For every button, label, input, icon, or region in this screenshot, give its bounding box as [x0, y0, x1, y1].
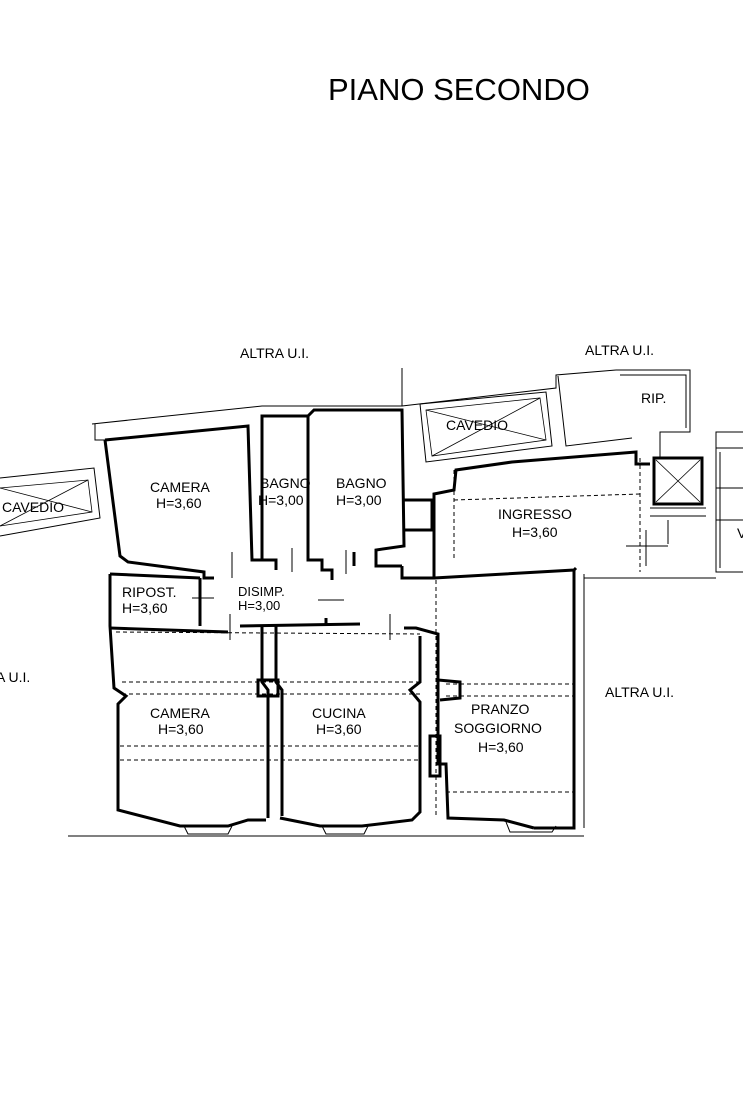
room-camera-bottom-name: CAMERA: [150, 705, 211, 721]
context-lines: [0, 368, 743, 837]
room-bagno-2-height: H=3,00: [336, 492, 382, 508]
room-ingresso-height: H=3,60: [512, 524, 558, 540]
room-cucina-name: CUCINA: [312, 705, 366, 721]
room-disimp-height: H=3,00: [238, 598, 280, 613]
altra-label-top-right: ALTRA U.I.: [585, 342, 654, 358]
room-camera-top-name: CAMERA: [150, 479, 211, 495]
cavedio-label-top: CAVEDIO: [446, 417, 508, 433]
altra-label-left: A U.I.: [0, 669, 30, 685]
room-bagno-2-name: BAGNO: [336, 475, 387, 491]
room-bagno-1-height: H=3,00: [258, 492, 304, 508]
room-cucina-height: H=3,60: [316, 721, 362, 737]
shaft-right: [650, 456, 706, 517]
room-ripost-name: RIPOST.: [122, 584, 176, 600]
room-camera-top-height: H=3,60: [156, 495, 202, 511]
dashed-lines: [115, 458, 641, 818]
room-pranzo-height: H=3,60: [478, 739, 524, 755]
door-marks: [183, 520, 669, 835]
plan-title: PIANO SECONDO: [328, 72, 590, 107]
room-disimp-name: DISIMP.: [238, 584, 285, 599]
room-pranzo-name2: SOGGIORNO: [454, 720, 542, 736]
v-edge-label: V: [737, 525, 743, 541]
altra-label-right: ALTRA U.I.: [605, 684, 674, 700]
cavedio-label-left: CAVEDIO: [2, 499, 64, 515]
cavedio-top: [419, 391, 553, 463]
room-camera-bottom-height: H=3,60: [158, 721, 204, 737]
room-ingresso-name: INGRESSO: [498, 506, 572, 522]
altra-label-top: ALTRA U.I.: [240, 345, 309, 361]
room-ripost-height: H=3,60: [122, 600, 168, 616]
room-bagno-1-name: BAGNO: [260, 475, 311, 491]
rip-label: RIP.: [641, 390, 666, 406]
apartment-walls: [103, 408, 650, 830]
room-pranzo-name: PRANZO: [471, 701, 529, 717]
